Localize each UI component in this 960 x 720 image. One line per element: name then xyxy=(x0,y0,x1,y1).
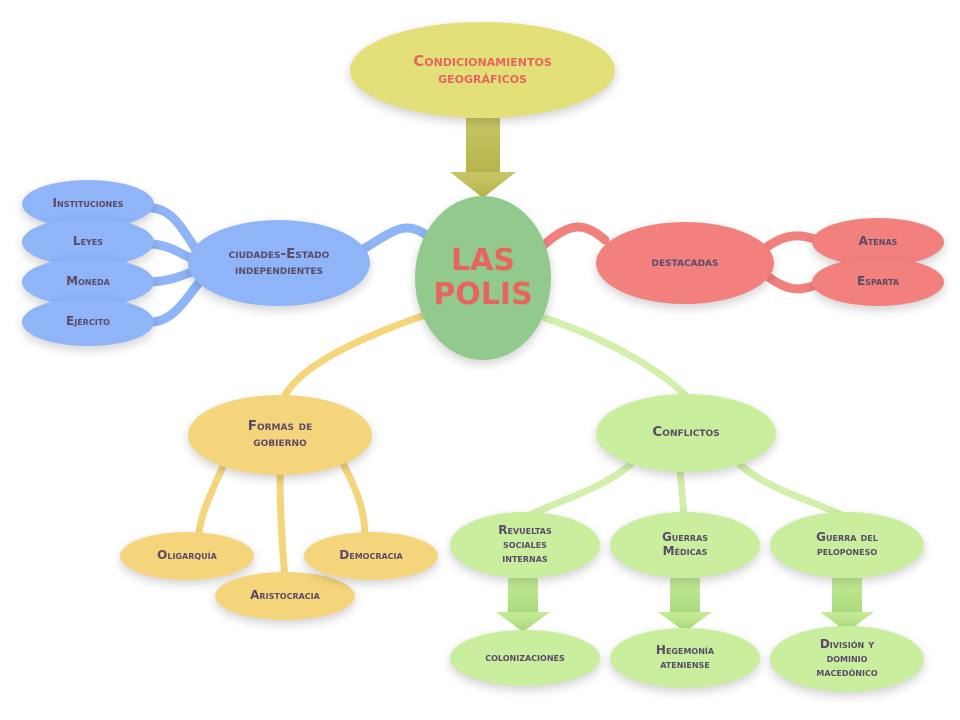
conflicto-revueltas: Revueltas sociales internas xyxy=(450,512,600,578)
ciudades-node: ciudades-Estado independientes xyxy=(188,220,370,306)
destacadas-label: destacadas xyxy=(651,254,719,271)
conflicto-guerras-medicas: Guerras Médicas xyxy=(610,512,760,578)
green-arrows xyxy=(496,578,874,632)
destacadas-node: destacadas xyxy=(596,222,774,304)
destacadas-item-esparta: Esparta xyxy=(812,258,944,306)
item-label: Atenas xyxy=(858,234,898,249)
geo-label: Condicionamientos geográficos xyxy=(413,51,552,87)
item-label: Guerras Médicas xyxy=(661,530,709,558)
item-label: Oligarquía xyxy=(157,548,217,563)
item-label: Hegemonía ateniense xyxy=(655,643,715,671)
formas-label: Formas de gobierno xyxy=(247,418,313,450)
item-label: Aristocracia xyxy=(250,588,320,603)
resultado-colonizaciones: colonizaciones xyxy=(450,630,600,686)
ciudades-item-leyes: Leyes xyxy=(22,218,154,266)
center-label: LAS POLIS xyxy=(433,242,533,312)
item-label: Guerra del peloponeso xyxy=(816,530,878,558)
conflictos-node: Conflictos xyxy=(596,394,776,472)
formas-item-oligarquia: Oligarquía xyxy=(120,532,254,580)
conflictos-label: Conflictos xyxy=(652,424,720,441)
center-node: LAS POLIS xyxy=(415,196,551,360)
item-label: División y dominio macedónico xyxy=(816,637,878,679)
item-label: Instituciones xyxy=(52,196,124,211)
formas-node: Formas de gobierno xyxy=(188,395,372,475)
ciudades-item-ejercito: Ejército xyxy=(22,298,154,346)
resultado-division: División y dominio macedónico xyxy=(770,626,924,692)
item-label: Revueltas sociales internas xyxy=(498,523,552,565)
geo-node: Condicionamientos geográficos xyxy=(350,22,615,118)
item-label: Democracia xyxy=(339,548,403,563)
item-label: Leyes xyxy=(72,234,104,249)
conflicto-guerra-peloponeso: Guerra del peloponeso xyxy=(770,512,924,578)
resultado-hegemonia: Hegemonía ateniense xyxy=(610,628,760,688)
item-label: Ejército xyxy=(66,314,110,329)
ciudades-label: ciudades-Estado independientes xyxy=(228,246,330,278)
item-label: Moneda xyxy=(66,274,110,289)
formas-item-aristocracia: Aristocracia xyxy=(215,572,355,620)
item-label: colonizaciones xyxy=(485,650,565,665)
formas-item-democracia: Democracia xyxy=(304,532,438,580)
item-label: Esparta xyxy=(856,274,900,289)
geo-arrow xyxy=(450,118,516,198)
